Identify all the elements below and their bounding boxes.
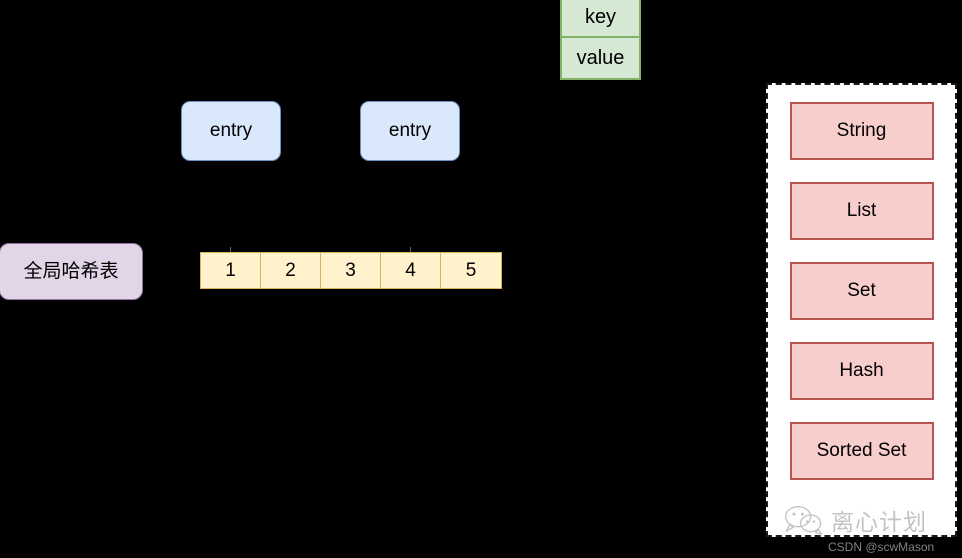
- entry-node-1: entry: [181, 101, 281, 161]
- global-hash-table-label: 全局哈希表: [23, 260, 119, 282]
- data-type-string: String: [789, 102, 934, 160]
- data-type-list: List: [789, 182, 934, 240]
- global-hash-table-node: 全局哈希表: [0, 243, 143, 300]
- hash-bucket-cell: 1: [201, 253, 261, 288]
- key-value-node: key value: [560, 0, 641, 80]
- hash-bucket-cell: 2: [261, 253, 321, 288]
- hash-bucket-array: 1 2 3 4 5: [200, 252, 502, 289]
- hash-bucket-cell: 3: [321, 253, 381, 288]
- hash-bucket-cell: 5: [441, 253, 501, 288]
- data-types-panel: String List Set Hash Sorted Set: [766, 83, 957, 537]
- data-type-sorted-set: Sorted Set: [789, 422, 934, 480]
- data-type-hash: Hash: [789, 342, 934, 400]
- value-cell: value: [576, 46, 625, 69]
- data-type-set: Set: [789, 262, 934, 320]
- connector-tick-2: [410, 247, 411, 252]
- key-cell: key: [562, 0, 639, 38]
- watermark-credit: CSDN @scwMason: [828, 540, 935, 554]
- connector-tick-1: [230, 247, 231, 252]
- entry-node-1-label: entry: [209, 120, 253, 142]
- entry-node-2-label: entry: [388, 120, 432, 142]
- entry-node-2: entry: [360, 101, 460, 161]
- hash-bucket-cell: 4: [381, 253, 441, 288]
